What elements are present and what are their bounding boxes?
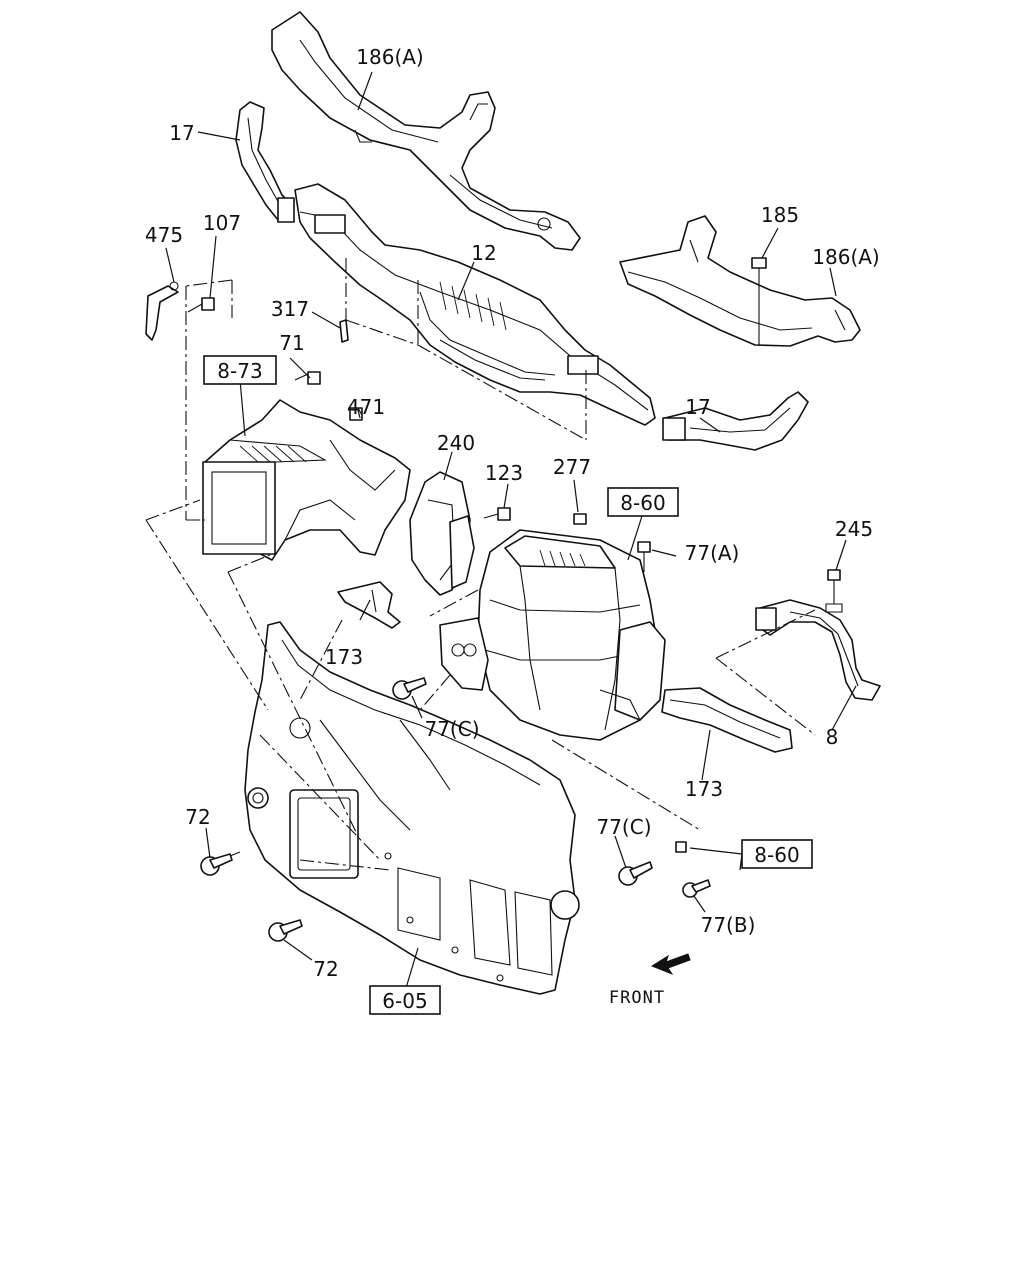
leader-lines	[165, 71, 857, 989]
bolt-72-top-icon	[200, 851, 241, 876]
callout-71: 71	[279, 331, 304, 355]
ref-8-73-label: 8-73	[217, 359, 262, 383]
callout-72-bottom: 72	[313, 957, 338, 981]
callout-173-right: 173	[685, 777, 723, 801]
callout-107: 107	[203, 211, 241, 235]
ref-8-60-bottom-label: 8-60	[754, 843, 799, 867]
front-arrow-icon	[650, 953, 691, 976]
heater-unit	[439, 529, 666, 741]
nut-277-icon	[573, 513, 587, 525]
duct-17-right	[662, 391, 809, 451]
bolt-77c-left-icon	[392, 677, 427, 700]
part-173-left	[337, 581, 401, 629]
bolt-123-icon	[483, 507, 511, 521]
callout-12: 12	[471, 241, 496, 265]
ref-6-05: 6-05	[369, 985, 441, 1015]
front-indicator: FRONT	[609, 953, 691, 1008]
callout-317: 317	[271, 297, 309, 321]
ref-8-73: 8-73	[203, 355, 277, 385]
ref-6-05-label: 6-05	[382, 989, 427, 1013]
bolt-77c-right-icon	[618, 861, 653, 886]
callout-77a: 77(A)	[685, 541, 740, 565]
bracket-475-icon	[145, 281, 179, 341]
callout-8: 8	[826, 725, 839, 749]
callout-277: 277	[553, 455, 591, 479]
callout-173-left: 173	[325, 645, 363, 669]
clip-317-icon	[339, 319, 349, 343]
front-label: FRONT	[609, 988, 665, 1008]
callout-475: 475	[145, 223, 183, 247]
callout-77c-right: 77(C)	[596, 815, 651, 839]
ref-8-60-top-label: 8-60	[620, 491, 665, 515]
blower-housing	[202, 399, 411, 561]
duct-8	[755, 599, 881, 701]
callout-123: 123	[485, 461, 523, 485]
bolt-107-icon	[187, 297, 215, 313]
callout-185: 185	[761, 203, 799, 227]
bolt-77b-icon	[682, 879, 711, 898]
callout-186a-top: 186(A)	[356, 45, 423, 69]
callout-240: 240	[437, 431, 475, 455]
part-173-right	[661, 687, 793, 753]
duct-186a-right	[619, 215, 861, 347]
bolt-72-bottom-icon	[268, 919, 303, 942]
duct-17-left	[235, 101, 295, 223]
callout-17-left: 17	[169, 121, 194, 145]
callout-72-top: 72	[185, 805, 210, 829]
callout-186a-right: 186(A)	[812, 245, 879, 269]
panel-240	[409, 471, 475, 596]
clip-8-60-icon	[675, 841, 687, 853]
ref-8-60-bottom: 8-60	[741, 839, 813, 869]
duct-186a-top	[271, 11, 581, 251]
callout-77c-left: 77(C)	[424, 717, 479, 741]
bolt-245-icon	[825, 569, 843, 613]
callout-17-right: 17	[685, 395, 710, 419]
bolt-185-icon	[751, 257, 767, 345]
dash-panel	[244, 621, 580, 995]
callout-77b: 77(B)	[701, 913, 756, 937]
alignment-lines	[145, 258, 816, 871]
callout-labels: 186(A) 17 475 107 12 185 186(A) 317 71 4…	[145, 45, 880, 981]
bolt-77a-icon	[637, 541, 651, 572]
ref-8-60-top: 8-60	[607, 487, 679, 517]
nut-71-icon	[307, 371, 321, 385]
callout-471: 471	[347, 395, 385, 419]
callout-245: 245	[835, 517, 873, 541]
duct-12-center	[294, 183, 656, 426]
